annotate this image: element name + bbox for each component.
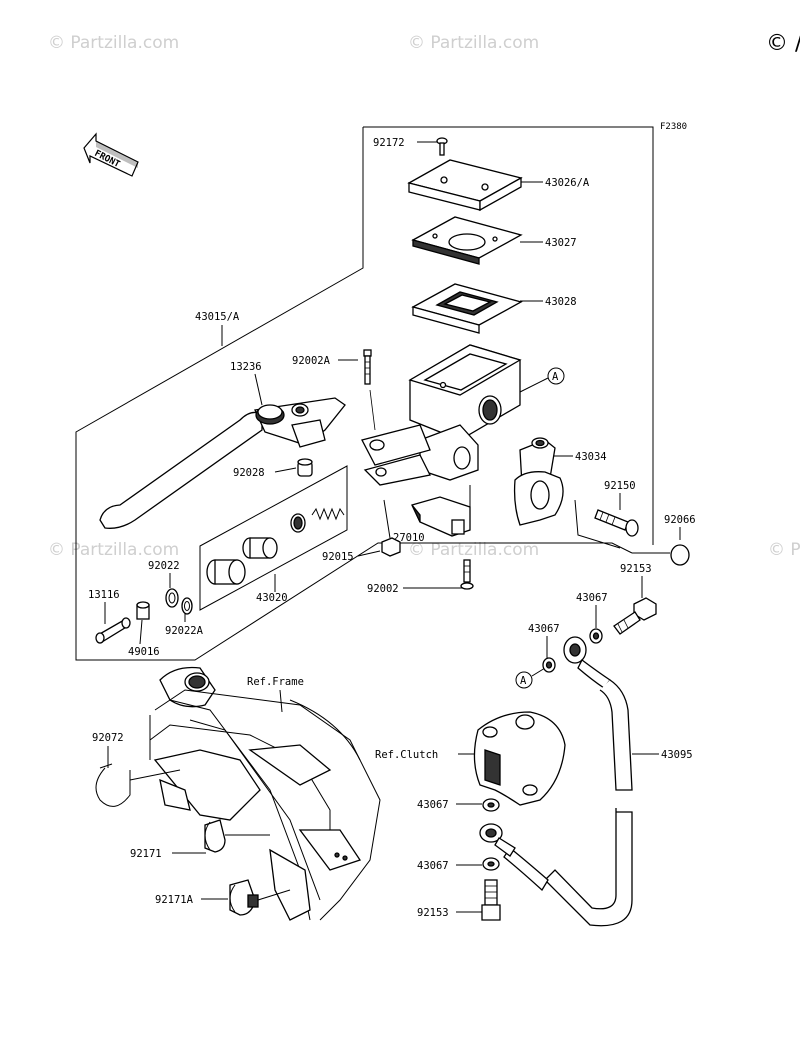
label-92153-top: 92153: [620, 563, 652, 575]
band-92072-icon: [95, 763, 181, 807]
cap-92066-icon: [670, 544, 690, 566]
ring-92022-icon: [165, 588, 193, 615]
label-43067-c: 43067: [417, 799, 449, 811]
screw-92002-icon: [460, 559, 474, 590]
clamp-43034-icon: [513, 437, 621, 549]
watermark-text: © Partzilla.com: [48, 540, 179, 560]
bushing-92028-icon: [297, 458, 313, 477]
label-27010: 27010: [393, 532, 425, 544]
washer-43067-b-icon: [542, 657, 556, 673]
label-92002A: 92002A: [292, 355, 331, 367]
diaphragm-43028-icon: [411, 283, 523, 334]
label-92171A: 92171A: [155, 894, 194, 906]
bolt-92002A-icon: [363, 349, 376, 431]
label-13116: 13116: [88, 589, 120, 601]
label-92150: 92150: [604, 480, 636, 492]
watermark-group: © Partzilla.com © Partzilla.com © Partzi…: [48, 31, 800, 560]
labels: 92172 43026/A 43027 43028 43015/A 92002A…: [88, 137, 696, 919]
label-92015: 92015: [322, 551, 354, 563]
label-43015A: 43015/A: [195, 311, 240, 323]
label-ref-frame: Ref.Frame: [247, 676, 304, 688]
nut-92015-icon: [381, 499, 401, 557]
figure-code: F2380: [660, 122, 687, 132]
clamp-92171-icon: [204, 819, 270, 853]
ref-a-label-2: A: [520, 675, 527, 687]
piston-kit-outline: [199, 465, 348, 611]
label-43026A: 43026/A: [545, 177, 590, 189]
label-43067-d: 43067: [417, 860, 449, 872]
washer-43067-d-icon: [482, 857, 500, 871]
switch-27010-icon: [411, 496, 471, 537]
label-13236: 13236: [230, 361, 262, 373]
part-49016-icon: [136, 601, 150, 620]
washer-43067-a-icon: [589, 628, 603, 644]
piston-kit-parts-icon: [206, 507, 345, 585]
front-arrow-icon: FRONT: [83, 132, 139, 177]
label-92022: 92022: [148, 560, 180, 572]
label-43095: 43095: [661, 749, 693, 761]
washer-43067-c-icon: [482, 798, 500, 812]
watermark-text: © Partzilla.com: [408, 33, 539, 53]
label-92022A: 92022A: [165, 625, 204, 637]
master-cylinder-body-icon: [361, 344, 522, 520]
ref-a-label: A: [552, 371, 559, 383]
label-43028: 43028: [545, 296, 577, 308]
banjo-fitting-bottom-icon: [479, 823, 516, 857]
label-92028: 92028: [233, 467, 265, 479]
clutch-lever-icon: [99, 397, 346, 529]
bolt-92150-icon: [594, 509, 639, 537]
watermark-text: © Partzilla.com: [48, 33, 179, 53]
label-92002: 92002: [367, 583, 399, 595]
label-92172: 92172: [373, 137, 405, 149]
pushrod-13116-icon: [95, 617, 131, 644]
clamp-92171A-icon: [229, 879, 291, 916]
copyright-corner: © /: [766, 31, 800, 56]
label-92066: 92066: [664, 514, 696, 526]
watermark-text: © Partzilla.com: [768, 540, 800, 560]
bolt-92153-top-icon: [613, 597, 657, 635]
label-92072: 92072: [92, 732, 124, 744]
reservoir-cap-icon: [407, 159, 523, 212]
label-92153-bottom: 92153: [417, 907, 449, 919]
plate-43027-icon: [411, 216, 523, 265]
ref-a-circle-icon: [547, 367, 565, 385]
screw-92172-icon: [436, 137, 448, 156]
label-43067-b: 43067: [528, 623, 560, 635]
assembly-outline: [75, 126, 670, 661]
label-43034: 43034: [575, 451, 607, 463]
label-ref-clutch: Ref.Clutch: [375, 749, 438, 761]
watermark-text: © Partzilla.com: [408, 540, 539, 560]
frame-ref-icon: [149, 666, 381, 921]
label-49016: 49016: [128, 646, 160, 658]
ref-a-circle-icon: [515, 671, 533, 689]
bolt-92153-bottom-icon: [481, 879, 501, 921]
label-43027: 43027: [545, 237, 577, 249]
label-92171: 92171: [130, 848, 162, 860]
clutch-hose-43095-icon: [503, 636, 633, 927]
clutch-cover-ref-icon: [473, 711, 566, 806]
label-43020: 43020: [256, 592, 288, 604]
label-43067-a: 43067: [576, 592, 608, 604]
